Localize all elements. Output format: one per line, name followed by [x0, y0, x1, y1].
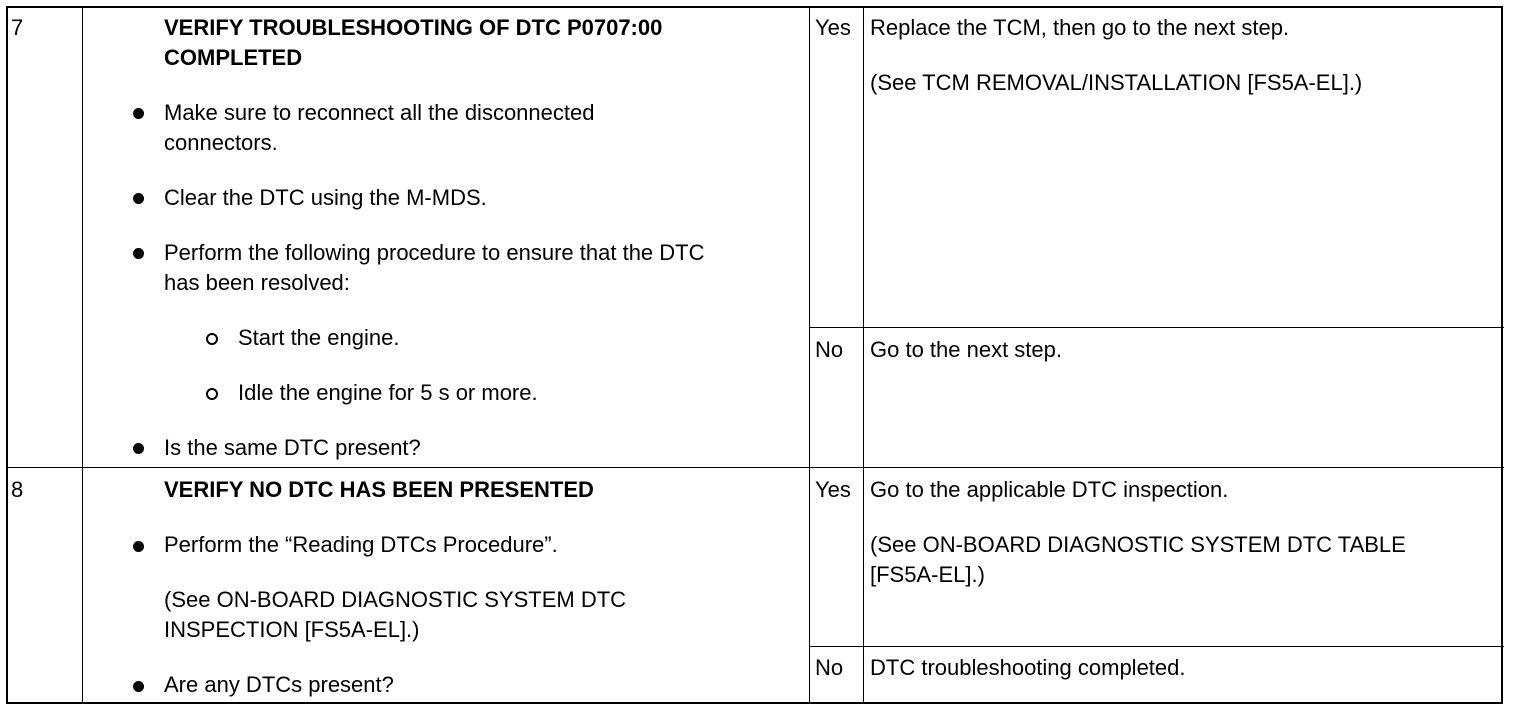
- yes-no-divider-row-8: [810, 646, 1504, 647]
- step-title-continued: COMPLETED: [164, 45, 303, 70]
- sub-bullet-icon: [206, 388, 218, 400]
- sub-bullet-icon: [206, 333, 218, 345]
- procedure-item-continued: has been resolved:: [164, 270, 350, 295]
- step-number: 7: [11, 15, 24, 40]
- yes-reference-continued: [FS5A-EL].): [870, 562, 985, 587]
- yes-label: Yes: [815, 477, 851, 502]
- bullet-icon: [133, 443, 144, 454]
- yes-action: Replace the TCM, then go to the next ste…: [870, 15, 1290, 40]
- bullet-icon: [133, 193, 144, 204]
- procedure-item: Are any DTCs present?: [164, 672, 394, 697]
- bullet-icon: [133, 681, 144, 692]
- no-action: DTC troubleshooting completed.: [870, 655, 1186, 680]
- yes-action: Go to the applicable DTC inspection.: [870, 477, 1229, 502]
- procedure-reference: (See ON-BOARD DIAGNOSTIC SYSTEM DTC: [164, 587, 627, 612]
- yes-label: Yes: [815, 15, 851, 40]
- procedure-item: Perform the following procedure to ensur…: [164, 240, 705, 265]
- no-action: Go to the next step.: [870, 337, 1063, 362]
- bullet-icon: [133, 541, 144, 552]
- yes-reference: (See TCM REMOVAL/INSTALLATION [FS5A-EL].…: [870, 70, 1363, 95]
- procedure-item: Make sure to reconnect all the disconnec…: [164, 100, 595, 125]
- procedure-reference-continued: INSPECTION [FS5A-EL].): [164, 617, 420, 642]
- column-divider-procedure: [809, 7, 810, 704]
- procedure-sub-item: Idle the engine for 5 s or more.: [238, 380, 538, 405]
- procedure-item: Is the same DTC present?: [164, 435, 421, 460]
- troubleshooting-table: [6, 6, 1503, 704]
- column-divider-step: [82, 7, 83, 704]
- bullet-icon: [133, 248, 144, 259]
- bullet-icon: [133, 108, 144, 119]
- procedure-sub-item: Start the engine.: [238, 325, 400, 350]
- procedure-item: Clear the DTC using the M-MDS.: [164, 185, 487, 210]
- step-number: 8: [11, 477, 24, 502]
- no-label: No: [815, 655, 844, 680]
- step-title: VERIFY TROUBLESHOOTING OF DTC P0707:00: [164, 15, 663, 40]
- yes-reference: (See ON-BOARD DIAGNOSTIC SYSTEM DTC TABL…: [870, 532, 1406, 557]
- column-divider-answer: [863, 7, 864, 704]
- yes-no-divider-row-7: [810, 327, 1504, 328]
- procedure-item: Perform the “Reading DTCs Procedure”.: [164, 532, 558, 557]
- step-title: VERIFY NO DTC HAS BEEN PRESENTED: [164, 477, 594, 502]
- no-label: No: [815, 337, 844, 362]
- procedure-item-continued: connectors.: [164, 130, 278, 155]
- row-divider: [7, 467, 1504, 468]
